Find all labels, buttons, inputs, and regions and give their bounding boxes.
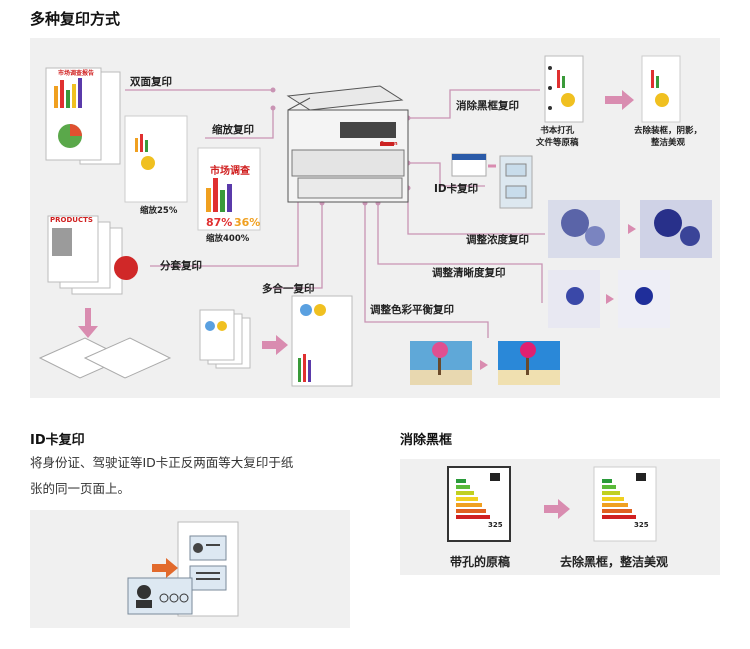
sort-documents	[38, 215, 172, 379]
label-zoom: 缩放复印	[212, 124, 254, 136]
printer-illustration	[286, 85, 409, 203]
label-color-balance: 调整色彩平衡复印	[370, 304, 454, 316]
label-erase-before: 书本打孔 文件等原稿	[536, 126, 579, 148]
rating-value-before: 325	[488, 521, 503, 529]
connector-sort	[150, 198, 299, 267]
connector-erase	[408, 89, 540, 119]
id-illustration-graphics	[127, 521, 239, 617]
id-section-description: 将身份证、驾驶证等ID卡正反两面等大复印于纸 张的同一页面上。	[30, 450, 293, 502]
duplex-documents	[45, 67, 121, 165]
density-images	[548, 200, 712, 258]
doc-report-title: 市场调查报告	[58, 70, 95, 77]
erase-section-illustration: 325 325 带孔的原稿 去除黑框，整洁美观	[400, 459, 720, 575]
erase-frame-documents	[544, 55, 681, 123]
label-erase-after: 去除装框，阴影， 整洁美观	[634, 126, 703, 148]
erase-section-heading: 消除黑框	[400, 433, 453, 448]
label-zoom25: 缩放25%	[140, 206, 178, 216]
copy-modes-diagram: 双面复印 缩放复印 缩放25% 缩放400% 分套复印 多合一复印 消除黑框复印…	[30, 38, 720, 398]
connector-color	[364, 203, 489, 338]
connector-idcard	[408, 162, 485, 187]
doc-pct-36: 36%	[234, 216, 261, 229]
connector-density	[407, 188, 545, 235]
label-sharpness: 调整清晰度复印	[432, 267, 506, 279]
erase-caption-before: 带孔的原稿	[450, 555, 511, 569]
id-description-line1: 将身份证、驾驶证等ID卡正反两面等大复印于纸	[30, 455, 294, 470]
sharpness-images	[548, 270, 670, 328]
doc-market-survey: 市场调查	[210, 166, 250, 177]
zoom25-document	[124, 115, 188, 203]
printer-brand: Canon	[380, 141, 398, 147]
rating-value-after: 325	[634, 521, 649, 529]
id-section-heading: ID卡复印	[30, 433, 85, 448]
diagram-graphics	[38, 55, 712, 387]
doc-pct-87: 87%	[206, 216, 233, 229]
erase-caption-after: 去除黑框，整洁美观	[560, 555, 669, 569]
label-nup: 多合一复印	[262, 283, 315, 295]
zoom400-document	[197, 147, 261, 231]
color-balance-images	[410, 341, 560, 385]
page-title: 多种复印方式	[30, 10, 121, 28]
idcard-documents	[451, 153, 533, 209]
label-idcard: ID卡复印	[434, 183, 479, 195]
connector-nup	[270, 203, 323, 289]
label-erase: 消除黑框复印	[456, 100, 519, 112]
label-density: 调整浓度复印	[466, 234, 529, 246]
doc-products: PRODUCTS	[50, 216, 93, 224]
label-sort: 分套复印	[160, 260, 202, 272]
connector-sharpness	[377, 203, 543, 303]
id-description-line2: 张的同一页面上。	[30, 481, 131, 496]
label-duplex: 双面复印	[130, 76, 172, 88]
erase-illustration-graphics	[447, 466, 657, 542]
nup-documents	[199, 295, 353, 387]
label-zoom400: 缩放400%	[206, 234, 250, 244]
connector-zoom	[205, 108, 274, 139]
id-section-illustration	[30, 510, 350, 628]
